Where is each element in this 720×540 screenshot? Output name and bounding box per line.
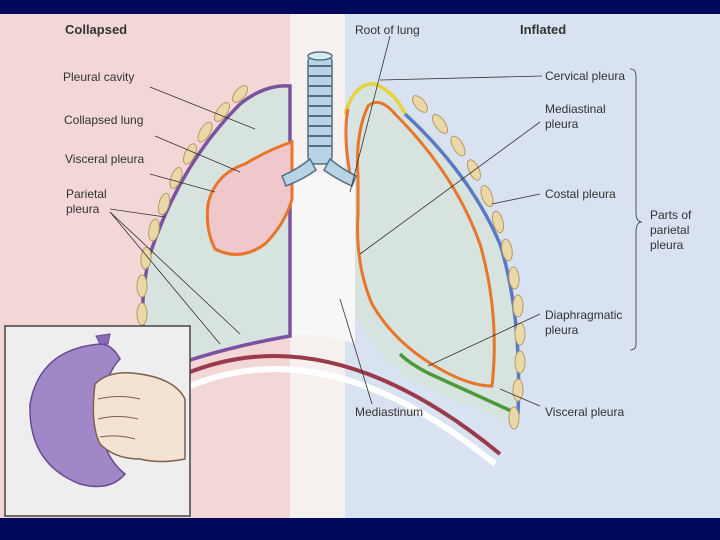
label-collapsed-lung: Collapsed lung [64, 113, 144, 127]
pleura-diagram [0, 14, 720, 518]
diaphragmatic-pleura-line [398, 352, 519, 416]
label-visceral-pleura-right: Visceral pleura [545, 405, 625, 419]
label-parietal-pleura-2: pleura [66, 202, 100, 216]
label-cervical-pleura: Cervical pleura [545, 69, 626, 83]
label-mediastinal-pleura-2: pleura [545, 117, 579, 131]
cervical-pleura-line [343, 82, 407, 115]
collapsed-title: Collapsed [65, 22, 128, 37]
label-mediastinal-pleura-1: Mediastinal [545, 102, 606, 116]
leader-lines [109, 35, 643, 407]
label-parts-parietal-3: pleura [650, 238, 684, 252]
diaphragm-inner [188, 366, 497, 467]
label-visceral-pleura-left: Visceral pleura [65, 152, 145, 166]
label-costal-pleura: Costal pleura [545, 187, 616, 201]
label-pleural-cavity: Pleural cavity [63, 70, 135, 84]
label-parietal-pleura-1: Parietal [66, 187, 107, 201]
label-root-of-lung: Root of lung [355, 23, 420, 37]
inflated-title: Inflated [520, 22, 567, 37]
left-ribs [136, 85, 248, 326]
mediastinum-region [290, 174, 355, 344]
label-diaphragmatic-pleura-2: pleura [545, 323, 579, 337]
balloon-inset [4, 325, 191, 517]
left-collapsed-lung [205, 139, 294, 256]
label-parts-parietal-2: parietal [650, 223, 690, 237]
diaphragm [184, 354, 502, 456]
label-parts-parietal-1: Parts of [650, 208, 692, 222]
label-diaphragmatic-pleura-1: Diaphragmatic [545, 308, 623, 322]
right-visceral-pleura [355, 100, 496, 388]
right-ribs [412, 95, 526, 430]
balloon-knot [95, 333, 111, 345]
fist [92, 372, 186, 463]
label-mediastinum: Mediastinum [355, 405, 424, 419]
trachea [281, 51, 357, 187]
right-lung-region [351, 83, 518, 425]
mediastinal-pleura-line [344, 108, 352, 175]
